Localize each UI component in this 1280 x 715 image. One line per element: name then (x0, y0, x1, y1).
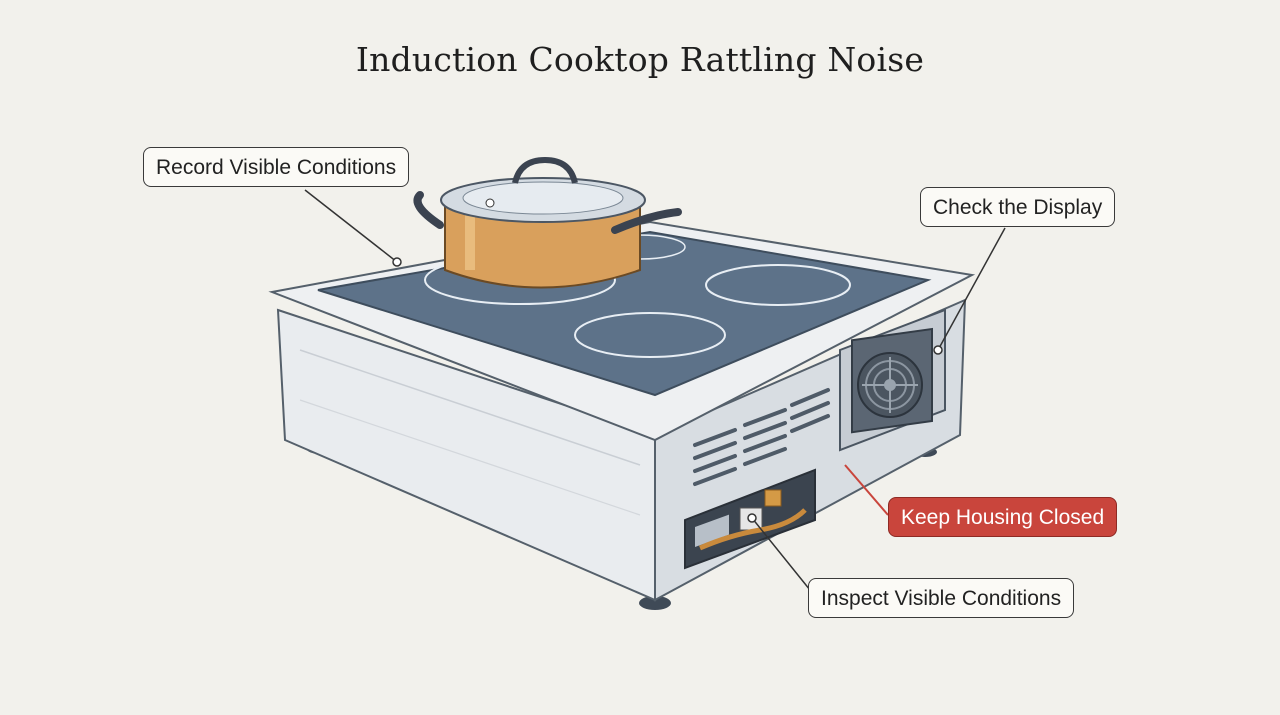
cooking-pot (413, 156, 682, 289)
callout-inspect-visible-conditions: Inspect Visible Conditions (808, 578, 1075, 618)
callout-record-visible-conditions: Record Visible Conditions (143, 147, 410, 187)
foot (639, 596, 671, 610)
callout-leader-lines (304, 189, 1006, 591)
burner-ring (574, 312, 726, 358)
alert-leader-line (844, 464, 889, 516)
callout-check-display: Check the Display (920, 187, 1116, 227)
fan-panel (839, 308, 946, 452)
callout-keep-housing-closed: Keep Housing Closed (888, 497, 1118, 537)
vent-grille (693, 388, 830, 486)
burner-ring (705, 264, 851, 306)
page-title: Induction Cooktop Rattling Noise (355, 40, 925, 79)
